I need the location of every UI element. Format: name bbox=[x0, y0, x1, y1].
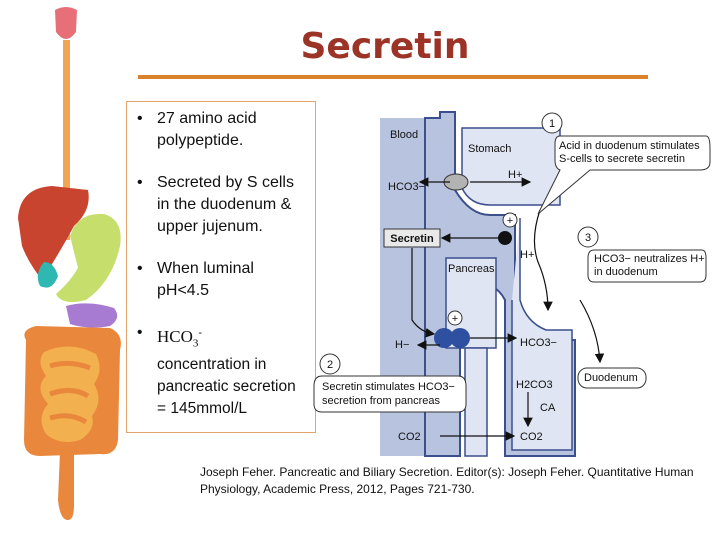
secretin-to-pancreas-arrow bbox=[411, 248, 436, 338]
h-mid-label: H+ bbox=[520, 249, 534, 261]
plus-top-circle bbox=[502, 212, 518, 228]
hco3-subscript: 3 bbox=[192, 337, 199, 350]
esophagus bbox=[63, 40, 70, 240]
step-2-callout bbox=[313, 375, 467, 413]
bullet-list: 27 amino acid polypeptide. Secreted by S… bbox=[127, 102, 315, 420]
pancreatic-cell-right bbox=[450, 328, 470, 348]
step-1-callout bbox=[537, 135, 711, 215]
hco3-left-label: HCO3− bbox=[388, 181, 425, 193]
neutralize-arrow bbox=[579, 299, 605, 364]
step-2-number: 2 bbox=[327, 359, 333, 371]
blood-label: Blood bbox=[390, 129, 418, 141]
liver bbox=[18, 186, 89, 280]
h-top-label: H+ bbox=[508, 169, 522, 181]
secretin-box bbox=[383, 228, 441, 248]
duodenum-label: Duodenum bbox=[584, 372, 638, 384]
step-1-number: 1 bbox=[549, 118, 555, 130]
step-3-line-2: in duodenum bbox=[594, 266, 658, 278]
step-3-callout bbox=[587, 249, 707, 283]
step-2-line-2: secretion from pancreas bbox=[322, 395, 440, 407]
bullet-item-hco3: HCO3- concentration in pancreatic secreti… bbox=[135, 322, 309, 420]
secretin-label: Secretin bbox=[390, 233, 434, 245]
hco3-right-label: HCO3− bbox=[520, 337, 557, 349]
step-3-line-1: HCO3− neutralizes H+ bbox=[594, 253, 705, 265]
bullet-item: When luminal pH<4.5 bbox=[135, 258, 309, 302]
plus-top-label: + bbox=[507, 215, 513, 227]
ca-label: CA bbox=[540, 402, 556, 414]
co2-right-label: CO2 bbox=[520, 431, 543, 443]
step-1-circle bbox=[541, 112, 563, 134]
mouth-shape bbox=[55, 7, 77, 39]
bullet-item: 27 amino acid polypeptide. bbox=[135, 108, 309, 152]
hco3-description: concentration in pancreatic secretion = … bbox=[157, 356, 296, 418]
citation: Joseph Feher. Pancreatic and Biliary Sec… bbox=[200, 465, 694, 496]
hco3-formula: HCO bbox=[157, 327, 193, 347]
duodenum-label-box bbox=[577, 367, 647, 389]
stomach-label: Stomach bbox=[468, 143, 511, 155]
s-cell bbox=[498, 231, 512, 245]
rectum bbox=[58, 452, 74, 520]
plus-mid-circle bbox=[447, 310, 463, 326]
pancreas bbox=[66, 303, 118, 328]
step-3-number: 3 bbox=[585, 232, 591, 244]
h2co3-label: H2CO3 bbox=[516, 379, 553, 391]
h-left2-label: H− bbox=[395, 339, 409, 351]
slide-title: Secretin bbox=[300, 26, 470, 67]
step-1-line-2: S-cells to secrete secretin bbox=[559, 153, 685, 165]
acid-flow-arrow bbox=[533, 209, 553, 312]
pancreatic-duct bbox=[464, 347, 488, 457]
intestine-loops bbox=[49, 360, 91, 425]
step-3-circle bbox=[577, 226, 599, 248]
pancreatic-cell-left bbox=[434, 328, 454, 348]
co2-left-label: CO2 bbox=[398, 431, 421, 443]
duodenum-lumen bbox=[511, 218, 573, 451]
pancreas-label: Pancreas bbox=[448, 263, 495, 275]
hco3-superscript: - bbox=[198, 327, 203, 339]
step-2-circle bbox=[319, 353, 341, 375]
bullet-item: Secreted by S cells in the duodenum & up… bbox=[135, 172, 309, 238]
step-1-line-1: Acid in duodenum stimulates bbox=[559, 140, 700, 152]
gallbladder bbox=[37, 262, 58, 288]
title-underline bbox=[138, 75, 648, 79]
bullet-text-box: 27 amino acid polypeptide. Secreted by S… bbox=[126, 101, 316, 433]
step-2-line-1: Secretin stimulates HCO3− bbox=[322, 381, 455, 393]
plus-mid-label: + bbox=[452, 313, 458, 325]
stomach-lumen bbox=[461, 127, 561, 206]
stomach bbox=[56, 213, 121, 302]
